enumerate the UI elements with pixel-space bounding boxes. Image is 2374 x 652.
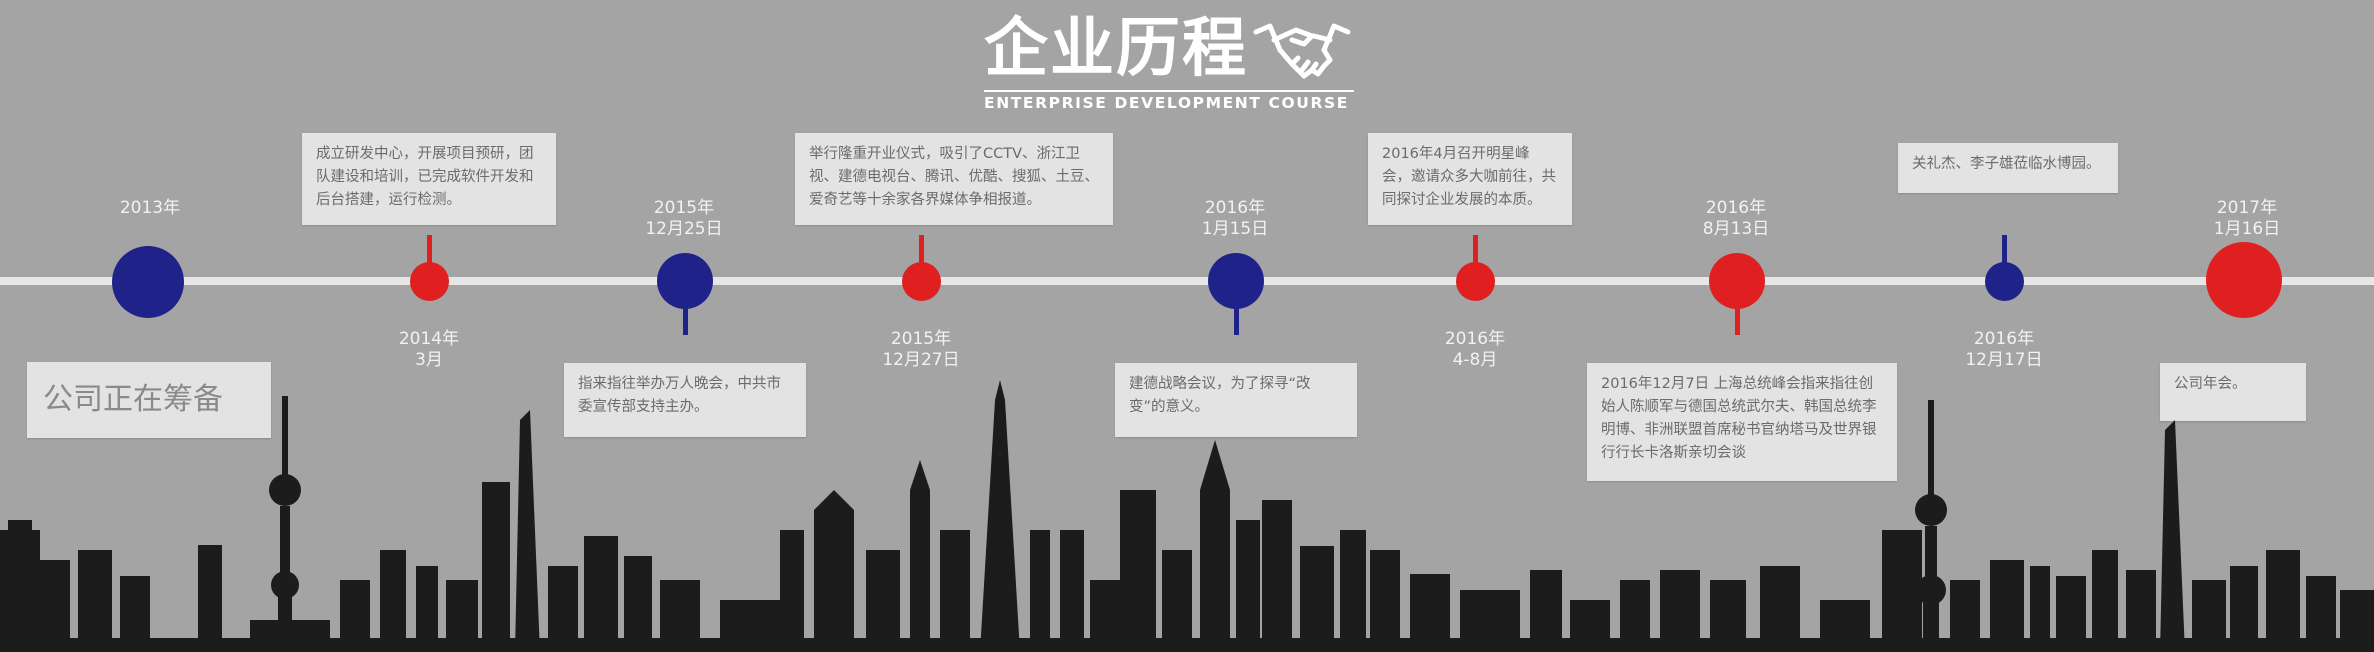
milestone-event: 成立研发中心，开展项目预研，团队建设和培训，已完成软件开发和后台搭建，运行检测。 — [316, 146, 534, 208]
date-year: 2016年 — [1204, 198, 1266, 218]
milestone-stem — [1234, 305, 1239, 335]
date-year: 2016年 — [1444, 329, 1506, 349]
milestone-card: 举行隆重开业仪式，吸引了CCTV、浙江卫视、建德电视台、腾讯、优酷、搜狐、土豆、… — [795, 133, 1113, 225]
milestone-date: 2016年 12月17日 — [1954, 329, 2054, 371]
date-year: 2017年 — [2216, 198, 2278, 218]
date-day: 12月25日 — [645, 219, 723, 239]
milestone-event: 2016年12月7日 上海总统峰会指来指往创始人陈顺军与德国总统武尔夫、韩国总统… — [1601, 376, 1877, 461]
milestone-date: 2015年 12月25日 — [634, 198, 734, 240]
milestone-marker — [1709, 253, 1765, 309]
milestone-card: 2016年4月召开明星峰会，邀请众多大咖前往，共同探讨企业发展的本质。 — [1368, 133, 1572, 225]
milestone-event: 指来指往举办万人晚会，中共市委宣传部支持主办。 — [578, 376, 781, 415]
milestone-stem — [1473, 235, 1478, 265]
date-year: 2016年 — [1705, 198, 1767, 218]
milestone-date: 2013年 — [100, 198, 200, 219]
date-day: 4-8月 — [1452, 350, 1498, 370]
date-year: 2013年 — [119, 198, 181, 218]
milestone-date: 2016年 8月13日 — [1686, 198, 1786, 240]
milestone-card: 指来指往举办万人晚会，中共市委宣传部支持主办。 — [564, 363, 806, 437]
timeline-axis — [0, 277, 2374, 285]
milestone-marker — [902, 262, 941, 301]
milestone-stem — [683, 305, 688, 335]
date-day: 12月17日 — [1965, 350, 2043, 370]
page-title: 企业历程 — [984, 12, 1248, 86]
milestone-event: 公司年会。 — [2174, 376, 2247, 392]
milestone-stem — [1735, 305, 1740, 335]
milestone-card: 成立研发中心，开展项目预研，团队建设和培训，已完成软件开发和后台搭建，运行检测。 — [302, 133, 556, 225]
milestone-event: 公司正在筹备 — [43, 382, 223, 417]
milestone-event: 建德战略会议，为了探寻“改变”的意义。 — [1129, 376, 1311, 415]
date-year: 2014年 — [398, 329, 460, 349]
milestone-marker — [1456, 262, 1495, 301]
milestone-card: 公司年会。 — [2160, 363, 2306, 421]
milestone-stem — [2002, 235, 2007, 265]
milestone-event: 2016年4月召开明星峰会，邀请众多大咖前往，共同探讨企业发展的本质。 — [1382, 146, 1556, 208]
header: 企业历程 ENTERPRISE DEVELOPMENT COURSE — [984, 14, 1354, 114]
milestone-marker — [1208, 253, 1264, 309]
date-year: 2016年 — [1973, 329, 2035, 349]
milestone-date: 2014年 3月 — [379, 329, 479, 371]
milestone-date: 2017年 1月16日 — [2197, 198, 2297, 240]
handshake-icon — [1253, 23, 1351, 79]
date-day: 12月27日 — [882, 350, 960, 370]
title-divider — [984, 90, 1354, 92]
date-year: 2015年 — [653, 198, 715, 218]
date-year: 2015年 — [890, 329, 952, 349]
date-day: 8月13日 — [1702, 219, 1770, 239]
milestone-event: 举行隆重开业仪式，吸引了CCTV、浙江卫视、建德电视台、腾讯、优酷、搜狐、土豆、… — [809, 146, 1099, 208]
milestone-card: 关礼杰、李子雄莅临水博园。 — [1898, 143, 2118, 193]
city-skyline-illustration — [0, 380, 2374, 652]
milestone-date: 2015年 12月27日 — [871, 329, 971, 371]
date-day: 1月16日 — [2213, 219, 2281, 239]
milestone-date: 2016年 4-8月 — [1425, 329, 1525, 371]
milestone-stem — [919, 235, 924, 265]
date-day: 3月 — [415, 350, 443, 370]
milestone-marker — [112, 246, 184, 318]
milestone-card: 2016年12月7日 上海总统峰会指来指往创始人陈顺军与德国总统武尔夫、韩国总统… — [1587, 363, 1897, 481]
milestone-marker — [410, 262, 449, 301]
milestone-marker — [657, 253, 713, 309]
milestone-card: 建德战略会议，为了探寻“改变”的意义。 — [1115, 363, 1357, 437]
milestone-card: 公司正在筹备 — [27, 362, 271, 438]
milestone-marker — [1985, 262, 2024, 301]
milestone-stem — [427, 235, 432, 265]
milestone-marker — [2206, 242, 2282, 318]
milestone-event: 关礼杰、李子雄莅临水博园。 — [1912, 156, 2101, 172]
milestone-date: 2016年 1月15日 — [1185, 198, 1285, 240]
date-day: 1月15日 — [1201, 219, 1269, 239]
page-subtitle: ENTERPRISE DEVELOPMENT COURSE — [984, 94, 1349, 112]
